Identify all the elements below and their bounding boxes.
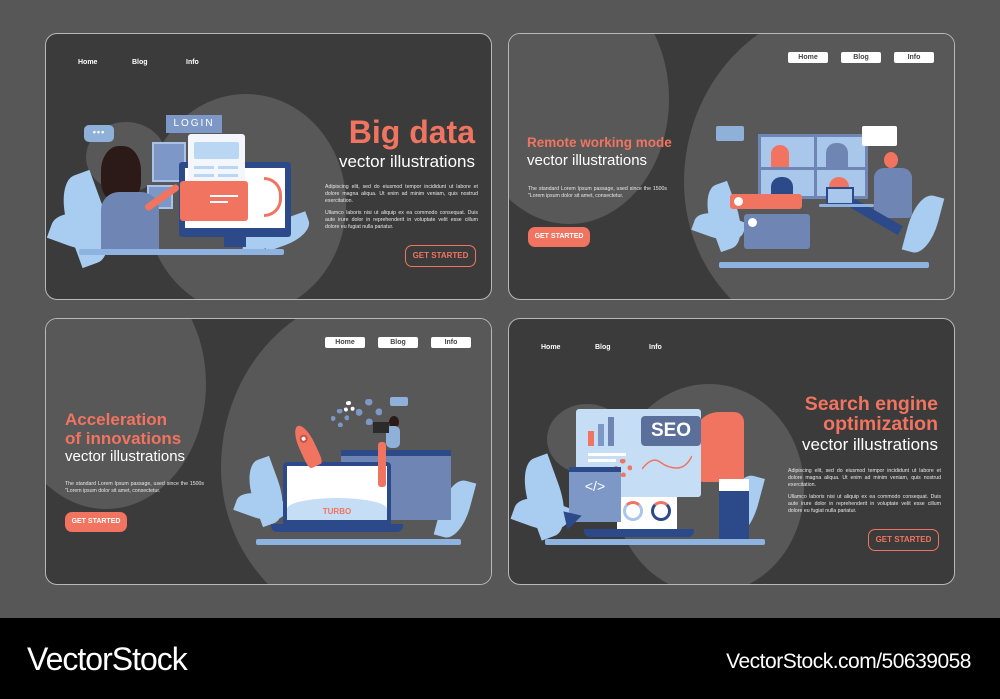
get-started-button[interactable]: GET STARTED xyxy=(868,529,939,551)
top-nav: Home Blog Info xyxy=(78,59,240,66)
big-data-illustration: ••• LOGIN xyxy=(46,34,326,299)
get-started-button[interactable]: GET STARTED xyxy=(65,512,127,532)
image-url: VectorStock.com/50639058 xyxy=(726,650,971,673)
laptop-icon xyxy=(826,187,854,205)
top-nav: Home Blog Info xyxy=(788,52,934,63)
gear-icon xyxy=(356,399,382,425)
donut-chart-icon xyxy=(651,501,671,521)
page-subtitle: vector illustrations xyxy=(338,152,475,171)
page-title-line-2: optimization xyxy=(823,413,938,435)
page-title-line-1: Acceleration xyxy=(65,410,168,429)
person-head xyxy=(389,416,399,428)
hand-icon xyxy=(694,412,744,482)
body-text: Adipiscing elit, sed do eiusmod tempor i… xyxy=(325,184,478,231)
gear-icon xyxy=(331,409,349,427)
page-title-line-1: Search engine xyxy=(804,393,938,415)
page-title: Big data xyxy=(348,114,475,150)
seo-illustration: SEO </> xyxy=(509,319,789,584)
nav-blog-link[interactable]: Blog xyxy=(378,337,418,348)
headset-person-icon xyxy=(884,152,898,168)
page-title: Remote working mode xyxy=(527,135,672,150)
watermark-footer: VectorStock VectorStock.com/50639058 xyxy=(0,618,1000,699)
top-nav: Home Blog Info xyxy=(325,337,471,348)
body-text: Adipiscing elit, sed do eiusmod tempor i… xyxy=(788,468,941,515)
sleeve xyxy=(719,491,749,541)
desk xyxy=(79,249,284,255)
gear-icon xyxy=(343,401,355,413)
card-seo: Home Blog Info SEO </> xyxy=(508,318,955,585)
nav-blog-link[interactable]: Blog xyxy=(595,344,611,351)
nav-info-link[interactable]: Info xyxy=(894,52,934,63)
shirt-cuff xyxy=(719,479,749,491)
chat-bubble-icon: ••• xyxy=(84,125,114,142)
chat-bubble-icon xyxy=(390,397,408,406)
notification-card-icon xyxy=(744,214,810,249)
person-legs xyxy=(378,442,386,487)
desk xyxy=(545,539,765,545)
folder-icon xyxy=(180,181,248,221)
laptop-icon: TURBO xyxy=(283,462,391,524)
paragraph: The standard Lorem Ipsum passage, used s… xyxy=(65,481,204,495)
line-chart-icon xyxy=(642,455,692,470)
laptop-small-icon xyxy=(373,422,389,433)
bar-chart-icon xyxy=(588,431,594,446)
page-subtitle: vector illustrations xyxy=(801,435,938,454)
top-nav: Home Blog Info xyxy=(541,344,703,351)
paragraph: Adipiscing elit, sed do eiusmod tempor i… xyxy=(788,468,941,489)
page-subtitle: vector illustrations xyxy=(527,152,648,169)
turbo-label: TURBO xyxy=(322,507,352,516)
card-acceleration: Home Blog Info Acceleration of innovatio… xyxy=(45,318,492,585)
person-body xyxy=(874,168,912,218)
desk xyxy=(719,262,929,268)
body-text: The standard Lorem Ipsum passage, used s… xyxy=(65,481,204,495)
acceleration-illustration: TURBO xyxy=(231,394,486,554)
monitor-stand xyxy=(224,237,246,247)
nav-home-link[interactable]: Home xyxy=(788,52,828,63)
paragraph: Ullamco laboris nisi ut aliquip ex ea co… xyxy=(788,494,941,515)
get-started-button[interactable]: GET STARTED xyxy=(405,245,476,267)
nav-info-link[interactable]: Info xyxy=(431,337,471,348)
paragraph: Ullamco laboris nisi ut aliquip ex ea co… xyxy=(325,210,478,231)
nav-info-link[interactable]: Info xyxy=(186,59,199,66)
code-window-icon: </> xyxy=(569,467,621,522)
page-subtitle: vector illustrations xyxy=(65,448,186,465)
code-label: </> xyxy=(584,478,606,494)
nav-home-link[interactable]: Home xyxy=(325,337,365,348)
chat-bubble-icon xyxy=(862,126,897,146)
nav-home-link[interactable]: Home xyxy=(541,344,561,351)
login-label: LOGIN xyxy=(166,115,222,133)
donut-chart-panel xyxy=(617,497,677,529)
paragraph: Adipiscing elit, sed do eiusmod tempor i… xyxy=(325,184,478,205)
desk xyxy=(256,539,461,545)
body-text: The standard Lorem Ipsum passage, used s… xyxy=(528,186,667,200)
card-remote-working: Home Blog Info Remote working mode vecto… xyxy=(508,33,955,300)
page-title-line-2: of innovations xyxy=(65,429,182,448)
card-big-data: Home Blog Info ••• LOGIN xyxy=(45,33,492,300)
nav-info-link[interactable]: Info xyxy=(649,344,662,351)
nav-blog-link[interactable]: Blog xyxy=(841,52,881,63)
woman-hair xyxy=(101,146,141,201)
nav-blog-link[interactable]: Blog xyxy=(132,59,148,66)
chat-bubble-icon xyxy=(716,126,744,141)
remote-working-illustration xyxy=(691,114,949,274)
seo-label: SEO xyxy=(641,416,701,446)
notification-card-icon xyxy=(730,194,802,209)
table xyxy=(819,204,874,207)
laptop-base xyxy=(584,529,694,537)
donut-chart-icon xyxy=(623,501,643,521)
get-started-button[interactable]: GET STARTED xyxy=(528,227,590,247)
paragraph: The standard Lorem Ipsum passage, used s… xyxy=(528,186,667,200)
brand-logo: VectorStock xyxy=(27,641,188,677)
nav-home-link[interactable]: Home xyxy=(78,59,98,66)
person-body xyxy=(386,426,400,448)
laptop-base xyxy=(271,524,403,532)
